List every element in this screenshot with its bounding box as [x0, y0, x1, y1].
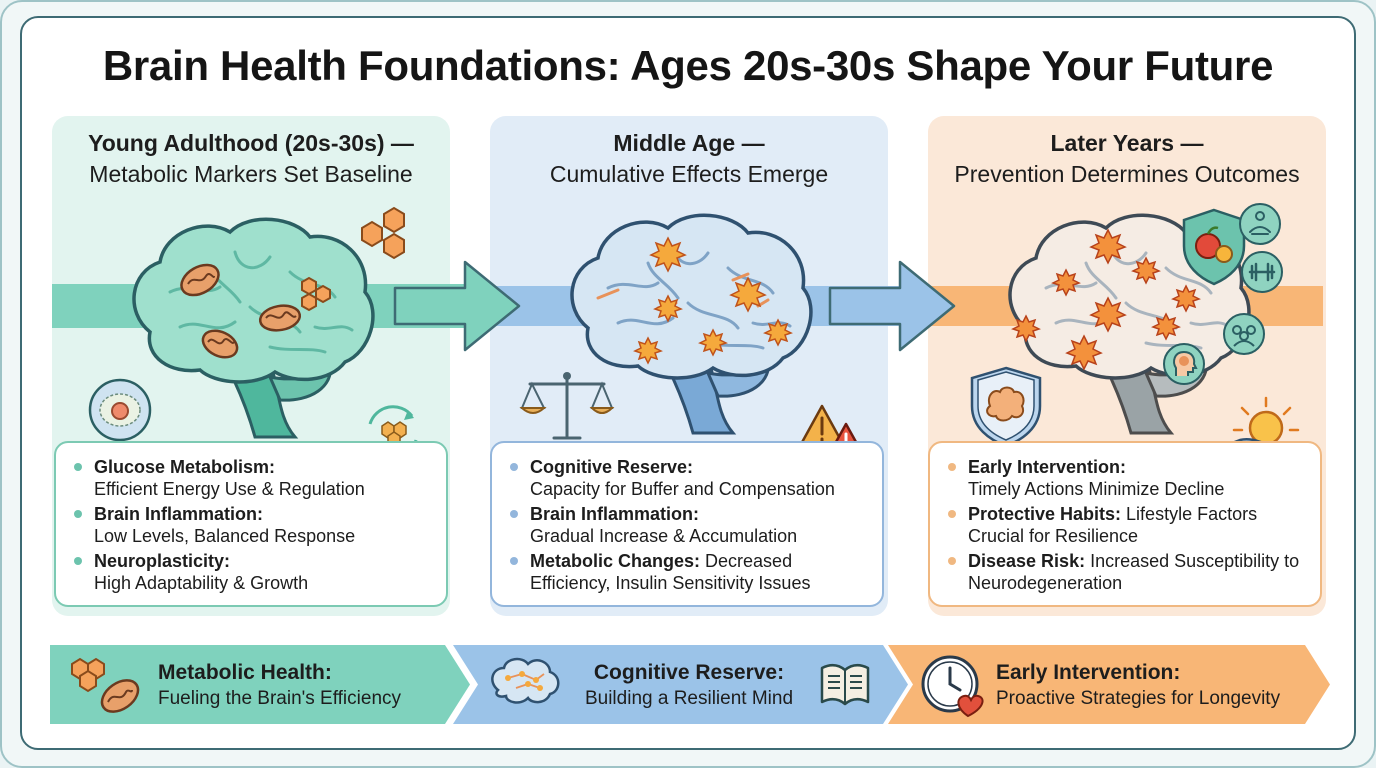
arrow-right-icon	[393, 260, 521, 352]
band-text-metabolic: Metabolic Health: Fueling the Brain's Ef…	[158, 660, 401, 712]
list-item: Glucose Metabolism:Efficient Energy Use …	[74, 456, 454, 500]
stage-title-sub: Metabolic Markers Set Baseline	[89, 161, 413, 187]
aging-brain-icon	[570, 213, 813, 435]
list-item: Metabolic Changes: Decreased Efficiency,…	[510, 550, 850, 594]
open-book-icon	[820, 664, 870, 706]
balance-scale-icon	[519, 372, 615, 440]
item-label: Brain Inflammation:	[94, 504, 264, 524]
hexagon-molecule-icon	[361, 206, 405, 260]
list-item: Brain Inflammation:Low Levels, Balanced …	[74, 503, 454, 547]
nutrition-shield-icon	[1182, 208, 1246, 286]
stage-title-bold: Later Years —	[1050, 130, 1204, 156]
band-label: Cognitive Reserve:	[593, 661, 785, 684]
arrow-right-icon	[828, 260, 956, 352]
brain-network-icon	[491, 657, 560, 704]
list-item: Neuroplasticity:High Adaptability & Grow…	[74, 550, 454, 594]
stage-title-young: Young Adulthood (20s-30s) — Metabolic Ma…	[52, 128, 450, 190]
cell-icon	[88, 378, 152, 442]
page-title: Brain Health Foundations: Ages 20s-30s S…	[102, 42, 1274, 89]
band-early-intervention	[888, 645, 1330, 724]
stage-title-bold: Young Adulthood (20s-30s) —	[88, 130, 414, 156]
band-text-cognitive: Cognitive Reserve: Building a Resilient …	[576, 660, 802, 712]
item-label: Neuroplasticity:	[94, 551, 231, 571]
stage-title-middle: Middle Age — Cumulative Effects Emerge	[490, 128, 888, 190]
item-text: Gradual Increase & Accumulation	[530, 526, 798, 546]
info-box-later: Early Intervention:Timely Actions Minimi…	[928, 441, 1322, 607]
band-label: Early Intervention:	[996, 661, 1181, 684]
healthy-brain-icon	[132, 217, 375, 439]
item-text: Decreased Efficiency, Insulin Sensitivit…	[530, 551, 811, 593]
list-item: Cognitive Reserve:Capacity for Buffer an…	[510, 456, 890, 500]
info-box-middle: Cognitive Reserve:Capacity for Buffer an…	[490, 441, 884, 607]
band-label: Metabolic Health:	[158, 661, 332, 684]
stage-title-later: Later Years — Prevention Determines Outc…	[928, 128, 1326, 190]
info-box-young: Glucose Metabolism:Efficient Energy Use …	[54, 441, 448, 607]
list-item: Brain Inflammation:Gradual Increase & Ac…	[510, 503, 890, 547]
stage-title-bold: Middle Age —	[613, 130, 765, 156]
item-label: Glucose Metabolism:	[94, 457, 276, 477]
band-description: Building a Resilient Mind	[584, 688, 794, 709]
item-label: Early Intervention:	[968, 457, 1127, 477]
band-cognitive-reserve	[453, 645, 908, 724]
item-label: Protective Habits:	[968, 504, 1122, 524]
dumbbell-icon	[1241, 251, 1283, 293]
stage-title-sub: Prevention Determines Outcomes	[954, 161, 1300, 187]
stage-title-sub: Cumulative Effects Emerge	[549, 161, 829, 187]
band-text-intervention: Early Intervention: Proactive Strategies…	[996, 660, 1280, 712]
mitochondria-hexagon-icon	[71, 657, 140, 713]
list-item: Early Intervention:Timely Actions Minimi…	[948, 456, 1328, 500]
item-text: Lifestyle Factors Crucial for Resilience	[968, 504, 1258, 546]
list-item: Protective Habits: Lifestyle Factors Cru…	[948, 503, 1283, 547]
item-text: Efficient Energy Use & Regulation	[94, 479, 365, 499]
item-label: Cognitive Reserve:	[530, 457, 694, 477]
item-text: Increased Susceptibility to Neurodegener…	[968, 551, 1300, 593]
mind-head-icon	[1163, 343, 1205, 385]
item-text: Low Levels, Balanced Response	[94, 526, 356, 546]
list-item: Disease Risk: Increased Susceptibility t…	[948, 550, 1303, 594]
item-label: Metabolic Changes:	[530, 551, 701, 571]
item-text: High Adaptability & Growth	[94, 573, 309, 593]
item-text: Timely Actions Minimize Decline	[968, 479, 1225, 499]
item-text: Capacity for Buffer and Compensation	[530, 479, 835, 499]
item-label: Brain Inflammation:	[530, 504, 700, 524]
item-label: Disease Risk:	[968, 551, 1086, 571]
band-description: Proactive Strategies for Longevity	[996, 688, 1281, 709]
community-icon	[1223, 313, 1265, 355]
clock-heart-icon	[921, 655, 984, 718]
band-description: Fueling the Brain's Efficiency	[158, 688, 402, 709]
meditation-icon	[1239, 203, 1281, 245]
brain-shield-icon	[970, 366, 1042, 448]
band-metabolic-health	[50, 645, 470, 724]
